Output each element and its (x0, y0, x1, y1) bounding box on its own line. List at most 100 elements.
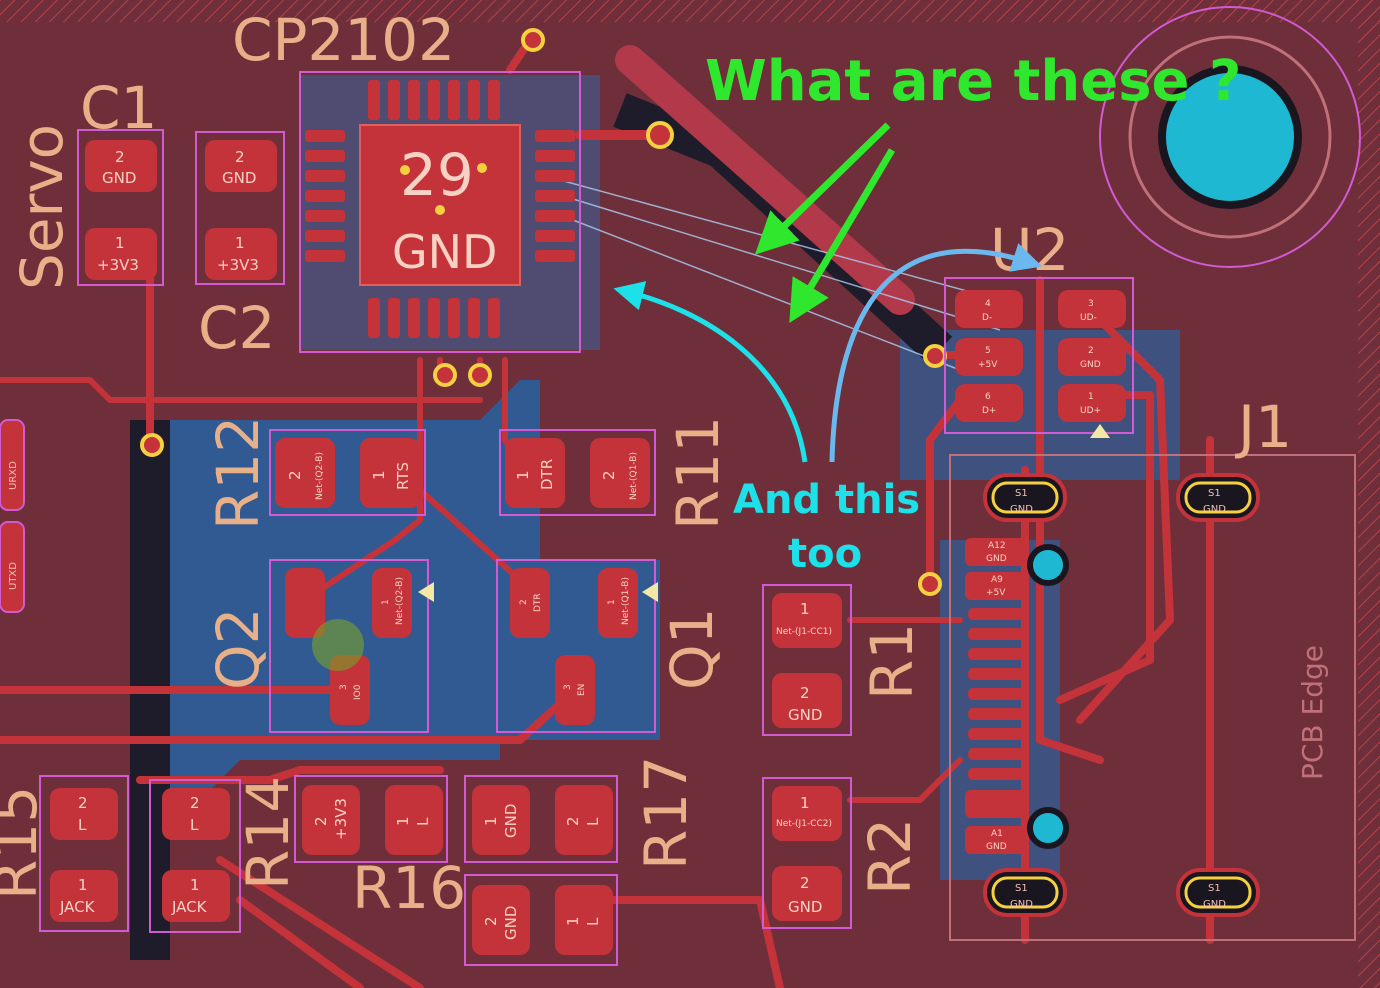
servo-label: Servo (8, 124, 76, 290)
q1-pin2-net: DTR (533, 593, 543, 612)
q2-pin1-net: Net-(Q2-B) (395, 577, 405, 625)
resistor-r15[interactable]: R15 2 L 1 JACK (0, 775, 129, 932)
j1-shell-pads (983, 473, 1260, 917)
j1-shell-net: GND (1010, 504, 1033, 515)
ic-left-pins (305, 130, 345, 262)
capacitor-c9[interactable]: 2 GND 1 L (464, 874, 618, 966)
r14-pad1-num: 1 (190, 876, 200, 894)
u2-pad-num: 1 (1088, 392, 1094, 402)
r14-pad2-net: L (190, 816, 199, 834)
r17-pad2-num: 2 (564, 816, 582, 826)
ic-thermal-via (435, 205, 445, 215)
annotation-question-what-are-these: What are these ? (705, 49, 1241, 114)
j1-pin-net: +5V (986, 588, 1006, 598)
c9-pad2-num: 2 (482, 916, 500, 926)
r12-pad2-net: Net-(Q2-B) (315, 452, 325, 500)
q2-pin3-num: 3 (339, 684, 349, 690)
resistor-r11[interactable]: R11 1 DTR 2 Net-(Q1-B) (499, 416, 732, 530)
ic-thermal-via (477, 163, 487, 173)
u2-pad-num: 4 (985, 299, 991, 309)
u2-pad-num: 6 (985, 392, 991, 402)
q1-pin1-marker (642, 582, 658, 602)
u2-pad-num: 2 (1088, 346, 1094, 356)
ic-center-pad-number: 29 (400, 141, 474, 209)
resistor-r2[interactable]: R2 1 Net-(J1-CC2) 2 GND (762, 777, 924, 929)
r15-pad2-num: 2 (78, 794, 88, 812)
q1-pin1-num: 1 (607, 599, 617, 605)
uart-pads[interactable]: URXD UTXD (0, 419, 25, 613)
c9-pad1-num: 1 (564, 916, 582, 926)
c2-pad1-net: +3V3 (217, 256, 259, 274)
c1-pad2-net: GND (102, 169, 136, 187)
j1-shell-label: S1 (1208, 488, 1221, 499)
r17-pad1-num: 1 (482, 816, 500, 826)
r14-ref: R14 (234, 776, 302, 890)
j1-shell-label: S1 (1015, 488, 1028, 499)
j1-pin-num: A12 (988, 541, 1006, 551)
u2-ref: U2 (990, 216, 1069, 284)
j1-pin-num: A9 (991, 575, 1003, 585)
c2-pad2-net: GND (222, 169, 256, 187)
r2-pad1-net: Net-(J1-CC2) (776, 819, 832, 829)
r11-ref: R11 (664, 416, 732, 530)
resistor-r1[interactable]: R1 1 Net-(J1-CC1) 2 GND (762, 584, 926, 736)
ic-thermal-via (400, 165, 410, 175)
r11-pad2-net: Net-(Q1-B) (629, 452, 639, 500)
resistor-r14[interactable]: R14 2 L 1 JACK (149, 776, 302, 933)
r2-ref: R2 (856, 818, 924, 895)
q2-highlight (312, 619, 364, 671)
r16-pad1-net: L (414, 817, 432, 826)
r14-pad2-num: 2 (190, 794, 200, 812)
transistor-q1[interactable]: Q1 2 DTR 1 Net-(Q1-B) 3 EN (496, 559, 726, 733)
annotation-blue-arrow (829, 243, 1043, 463)
r16-pad2-num: 2 (312, 816, 330, 826)
usb-c-connector-j1[interactable]: J1 S1 GND S1 GND S1 GND S1 GND (949, 393, 1356, 941)
q1-pin3-num: 3 (563, 684, 573, 690)
r11-pad1-num: 1 (514, 470, 532, 480)
u2-pad-net: GND (1080, 360, 1101, 370)
j1-shell-label: S1 (1015, 883, 1028, 894)
j1-shell-net: GND (1203, 504, 1226, 515)
r2-pad2-net: GND (788, 898, 822, 916)
board-edge-right (1358, 0, 1380, 988)
ic-bottom-pins (368, 298, 500, 338)
ic-top-pins (368, 80, 500, 120)
c2-pad2-num: 2 (235, 148, 245, 166)
r15-pad2-net: L (78, 816, 87, 834)
r16-ref: R16 (352, 854, 466, 922)
ic-cp2102[interactable]: CP2102 29 GND (232, 6, 581, 353)
r1-pad2-net: GND (788, 706, 822, 724)
j1-locating-hole (1027, 544, 1069, 586)
j1-locating-hole (1027, 807, 1069, 849)
r11-pad2-num: 2 (600, 470, 618, 480)
capacitor-c1[interactable]: C1 2 GND 1 +3V3 (77, 74, 164, 286)
c1-pad1-num: 1 (115, 234, 125, 252)
ic-right-pins (535, 130, 575, 262)
q1-pin2-num: 2 (519, 599, 529, 605)
usb-esd-u2[interactable]: U2 4 D- 5 +5V 6 D+ 3 UD- 2 GND 1 UD+ (944, 216, 1134, 438)
c1-ref: C1 (80, 74, 157, 142)
resistor-r16[interactable]: R16 2 +3V3 1 L (294, 775, 466, 922)
j1-pin-net: GND (986, 842, 1007, 852)
capacitor-c2[interactable]: C2 2 GND 1 +3V3 (195, 131, 285, 362)
q1-pin3-net: EN (577, 684, 587, 696)
ic-center-pad-net: GND (392, 225, 497, 279)
j1-shell-net: GND (1203, 899, 1226, 910)
r16-pad2-net: +3V3 (332, 798, 350, 840)
annotation-and-this: And this (733, 477, 920, 523)
r15-pad1-num: 1 (78, 876, 88, 894)
r14-pad1-net: JACK (171, 898, 208, 916)
board-edge-top (0, 0, 1380, 22)
r1-pad1-num: 1 (800, 600, 810, 618)
r12-pad1-num: 1 (370, 470, 388, 480)
r2-pad1-num: 1 (800, 794, 810, 812)
annotation-cyan-arrow (613, 281, 808, 463)
u2-pad-net: UD- (1080, 313, 1097, 323)
transistor-q2[interactable]: Q2 1 Net-(Q2-B) 3 IO0 (204, 559, 434, 733)
r17-ref: R17 (632, 756, 700, 870)
resistor-r17[interactable]: R17 1 GND 2 L (464, 756, 700, 870)
resistor-r12[interactable]: R12 2 Net-(Q2-B) 1 RTS (204, 416, 426, 530)
j1-pin-num: A1 (991, 829, 1003, 839)
r1-ref: R1 (858, 623, 926, 700)
r2-pad2-num: 2 (800, 874, 810, 892)
